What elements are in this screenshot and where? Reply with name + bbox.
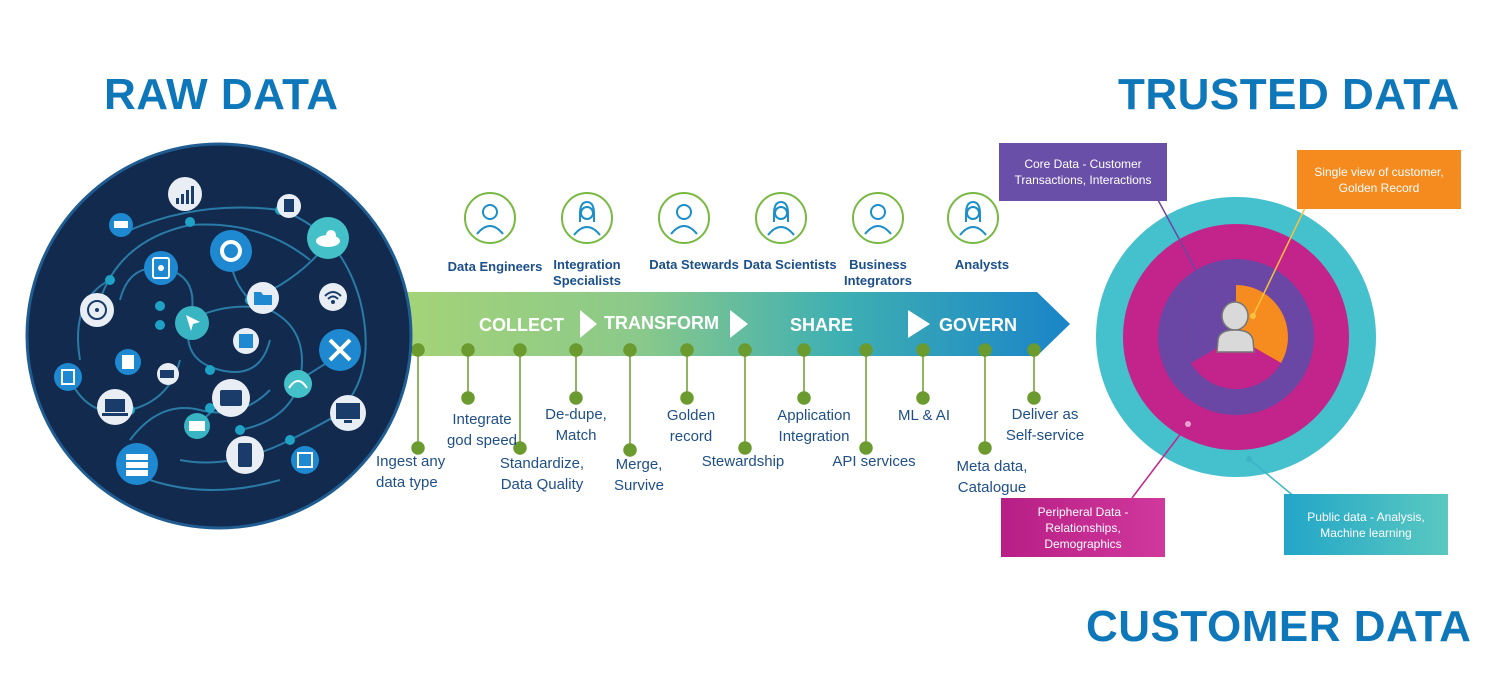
step-api-services: API services [832,453,916,470]
step-integrate: Integrate god speed [446,411,518,449]
monitor-icon [330,395,366,431]
gear-icon [210,230,252,272]
step-ml-ai: ML & AI [898,407,950,424]
battery-icon [157,363,179,385]
wifi-icon [319,283,347,311]
step-ingest: Ingest any data type [376,453,446,491]
role-avatars [464,192,999,244]
data-engineer-icon [464,192,516,244]
server-icon [116,443,158,485]
phone-icon [226,436,264,474]
data-scientist-icon [755,192,807,244]
integration-specialist-icon [561,192,613,244]
signal-bars-icon [168,177,202,211]
trusted-data-title: TRUSTED DATA [1118,70,1460,119]
gauge-icon [284,370,312,398]
cloud-icon [307,217,349,259]
role-data-engineers: Data Engineers [447,259,543,274]
step-standardize: Standardize, Data Quality [499,455,585,493]
step-application-integration: Application Integration [777,407,851,445]
callout-peripheral-data: Peripheral Data - Relationships, Demogra… [1001,498,1165,557]
step-golden-record: Golden record [666,407,716,445]
sd-card-icon [277,194,301,218]
raw-data-title: RAW DATA [104,70,339,119]
chip-icon [233,328,259,354]
disc-icon [80,293,114,327]
hard-drive-icon [144,251,178,285]
stage-collect: COLLECT [479,315,564,335]
tablet-icon [212,379,250,417]
callout-single-view: Single view of customer, Golden Record [1297,150,1461,209]
stage-transform: TRANSFORM [604,313,719,333]
role-integration-specialists: Integration Specialists [553,257,621,288]
usb-icon [115,349,141,375]
role-data-scientists: Data Scientists [743,257,837,272]
role-analysts: Analysts [954,257,1010,272]
windows-icon [291,446,319,474]
raw-data-network [25,142,413,530]
login-icon [54,363,82,391]
cursor-icon [175,306,209,340]
step-dedupe: De-dupe, Match [545,406,607,444]
folder-icon [247,282,279,314]
business-integrator-icon [852,192,904,244]
step-meta-data: Meta data, Catalogue [956,458,1028,496]
customer-data-title: CUSTOMER DATA [1086,602,1472,651]
data-steward-icon [658,192,710,244]
user-icon [1216,301,1255,353]
stage-share: SHARE [790,315,854,335]
role-data-stewards: Data Stewards [649,257,739,272]
callout-public-data: Public data - Analysis, Machine learning [1284,494,1448,555]
laptop-icon [97,389,133,425]
step-markers [411,343,1041,457]
tools-icon [319,329,361,371]
keyboard-icon [184,413,210,439]
customer-data-rings [1096,197,1376,499]
usb-small-icon [109,213,133,237]
role-business-integrators: Business Integrators [844,257,912,288]
step-merge: Merge, Survive [613,456,665,494]
step-stewardship: Stewardship [701,453,785,470]
stage-govern: GOVERN [939,315,1018,335]
stage-chevron-1 [580,310,597,338]
analyst-icon [947,192,999,244]
step-deliver: Deliver as Self-service [1005,406,1085,444]
stage-chevron-2 [730,310,748,338]
stage-chevron-3 [908,310,930,338]
callout-core-data: Core Data - Customer Transactions, Inter… [999,143,1167,201]
